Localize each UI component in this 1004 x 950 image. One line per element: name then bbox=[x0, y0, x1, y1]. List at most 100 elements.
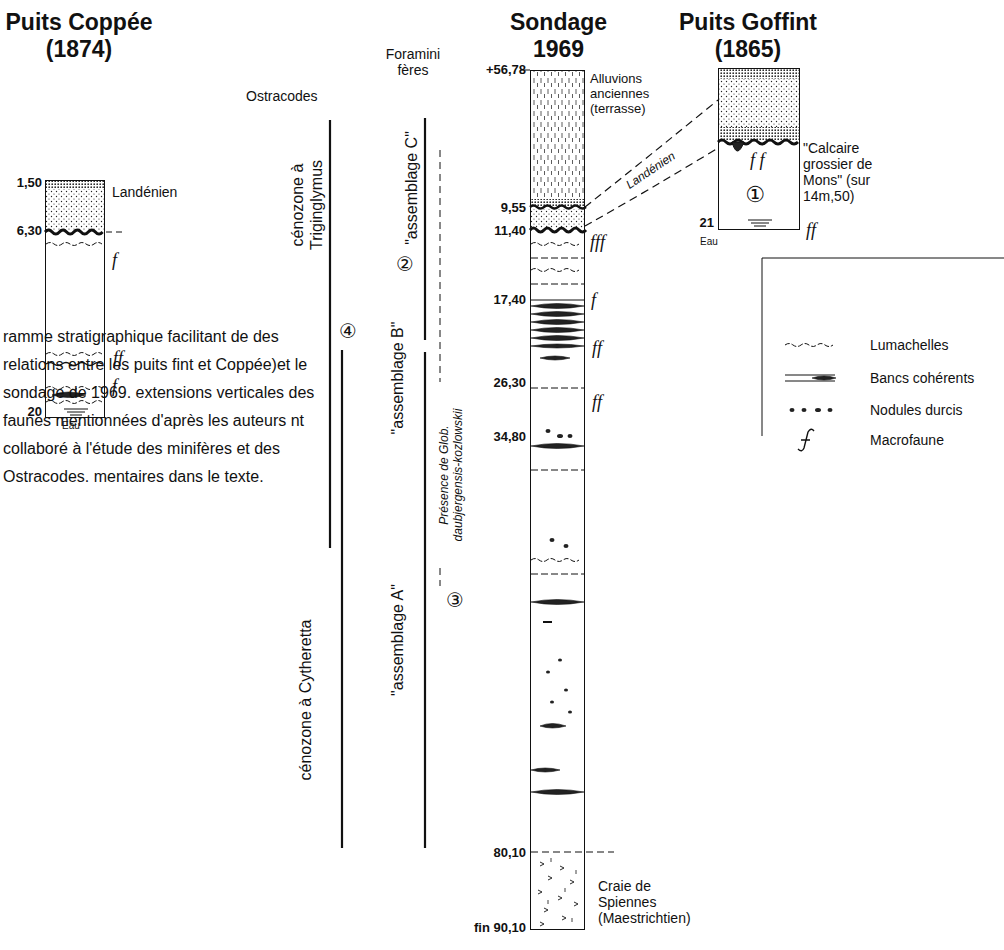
range-bars bbox=[341, 350, 343, 848]
legend-frame bbox=[828, 408, 833, 412]
log-column: Sondage1969 bbox=[530, 70, 585, 930]
sondage-log-fill bbox=[531, 388, 584, 389]
sondage-log-fill bbox=[531, 209, 584, 228]
sondage-log-fill bbox=[546, 670, 550, 673]
sondage-log-fill bbox=[531, 328, 584, 333]
layer-name: Craie de Spiennes (Maestrichtien) bbox=[598, 878, 710, 926]
sondage-log-fill bbox=[531, 320, 584, 325]
range-bars bbox=[440, 568, 441, 586]
assemblage-name: "assemblage B" bbox=[389, 322, 407, 435]
depth-value: 1,50 bbox=[17, 176, 42, 191]
column-heading: Puits Coppée(1874) bbox=[0, 9, 199, 63]
depth-value: 6,30 bbox=[17, 224, 42, 239]
range-bars bbox=[440, 150, 441, 382]
sondage-log-fill bbox=[531, 444, 584, 449]
sondage-log-fill bbox=[558, 658, 562, 661]
depth-value: 26,30 bbox=[493, 376, 526, 391]
sondage-log-fill bbox=[531, 300, 584, 301]
column-title: (1865) bbox=[617, 36, 879, 63]
column-heading: Puits Goffint(1865) bbox=[617, 9, 879, 63]
callout-number: ② bbox=[396, 253, 414, 276]
goffint-log-fill bbox=[719, 79, 799, 127]
stage-name: Landénien bbox=[112, 184, 177, 200]
range-bars bbox=[424, 352, 426, 848]
legend-frame bbox=[785, 344, 833, 347]
depth-value: 21 bbox=[700, 216, 714, 231]
sondage-log-fill bbox=[568, 434, 573, 438]
depth-value: fin 90,10 bbox=[474, 921, 526, 936]
range-bars bbox=[424, 118, 426, 340]
water-note: Eau bbox=[700, 236, 718, 248]
macrofauna-mark: ff bbox=[592, 338, 602, 359]
column-title: (1874) bbox=[0, 36, 199, 63]
legend-frame bbox=[802, 408, 807, 412]
range-bars bbox=[329, 120, 331, 548]
species-note: Présence de Glob. daubjergensis-kozlowsk… bbox=[438, 388, 466, 563]
sondage-log-fill bbox=[557, 434, 563, 438]
legend-frame bbox=[812, 376, 836, 380]
depth-value: 34,80 bbox=[493, 430, 526, 445]
sondage-log-fill bbox=[531, 243, 579, 246]
macrofauna-mark: ff bbox=[806, 220, 816, 241]
sondage-log-fill bbox=[520, 70, 614, 926]
sondage-log-fill bbox=[531, 312, 584, 317]
layer-name: "Calcaire grossier de Mons" (sur 14m,50) bbox=[803, 140, 895, 204]
sondage-log-fill bbox=[538, 862, 578, 926]
column-title: Sondage bbox=[441, 9, 676, 36]
sondage-log-fill bbox=[550, 538, 555, 542]
layer-name: Alluvions anciennes (terrasse) bbox=[590, 72, 664, 117]
sondage-log-fill bbox=[531, 269, 579, 272]
macrofauna-mark: fff bbox=[590, 232, 605, 253]
sondage-log-fill bbox=[531, 284, 584, 285]
legend-text: Bancs cohérents bbox=[870, 370, 974, 386]
macrofauna-mark: f bbox=[591, 290, 596, 311]
depth-value: 11,40 bbox=[494, 224, 526, 239]
column-title: 1969 bbox=[441, 36, 676, 63]
sondage-log-fill bbox=[548, 858, 576, 922]
depth-value: +56,78 bbox=[486, 63, 526, 78]
range-bars bbox=[330, 118, 440, 848]
coppee-log-fill bbox=[46, 181, 104, 189]
coppee-log-fill bbox=[106, 231, 124, 232]
sondage-log-fill bbox=[540, 724, 566, 729]
legend-frame bbox=[785, 375, 835, 381]
coppee-log-fill bbox=[46, 243, 102, 246]
column-header: Foramini fères bbox=[380, 46, 446, 78]
legend-text: Nodules durcis bbox=[870, 402, 963, 418]
coppee-log-fill bbox=[46, 189, 104, 230]
sondage-log-fill bbox=[568, 710, 572, 713]
legend-text: Macrofaune bbox=[870, 432, 944, 448]
goffint-log-fill bbox=[719, 69, 799, 79]
sondage-log-fill bbox=[530, 228, 586, 232]
zone-name: cénozone à Cytheretta bbox=[297, 620, 315, 781]
depth-value: 80,10 bbox=[493, 846, 526, 861]
goffint-log-fill bbox=[748, 220, 772, 226]
figure-caption: ramme stratigraphique facilitant de des … bbox=[3, 323, 321, 491]
correlation-line bbox=[585, 148, 718, 226]
callout-number: ④ bbox=[339, 320, 357, 343]
legend-frame bbox=[790, 408, 795, 412]
sondage-log-fill bbox=[531, 768, 560, 772]
sondage-log-fill bbox=[531, 851, 614, 852]
sondage-log-fill bbox=[531, 336, 584, 341]
sondage-log-fill bbox=[531, 559, 579, 562]
assemblage-name: "assemblage C" bbox=[403, 131, 421, 245]
column-title: Puits Goffint bbox=[617, 9, 879, 36]
sondage-log-fill bbox=[531, 258, 584, 259]
sondage-log-fill bbox=[530, 206, 586, 209]
goffint-log-fill bbox=[732, 142, 744, 151]
sondage-log-fill bbox=[531, 304, 584, 309]
sondage-log-fill bbox=[531, 600, 584, 605]
sondage-log-fill bbox=[564, 544, 569, 548]
sondage-log-fill bbox=[564, 688, 568, 691]
sondage-log-fill bbox=[531, 574, 584, 575]
column-header: Ostracodes bbox=[246, 88, 318, 104]
zone-name: cénozone à Triginglymus bbox=[288, 118, 326, 293]
sondage-log-fill bbox=[546, 429, 551, 433]
macrofauna-mark: ff bbox=[592, 392, 602, 413]
goffint-log-fill bbox=[718, 69, 799, 226]
legend-frame bbox=[798, 429, 814, 451]
coppee-log-fill bbox=[45, 181, 124, 415]
assemblage-name: "assemblage A" bbox=[389, 584, 407, 696]
sondage-log-fill bbox=[543, 621, 552, 623]
